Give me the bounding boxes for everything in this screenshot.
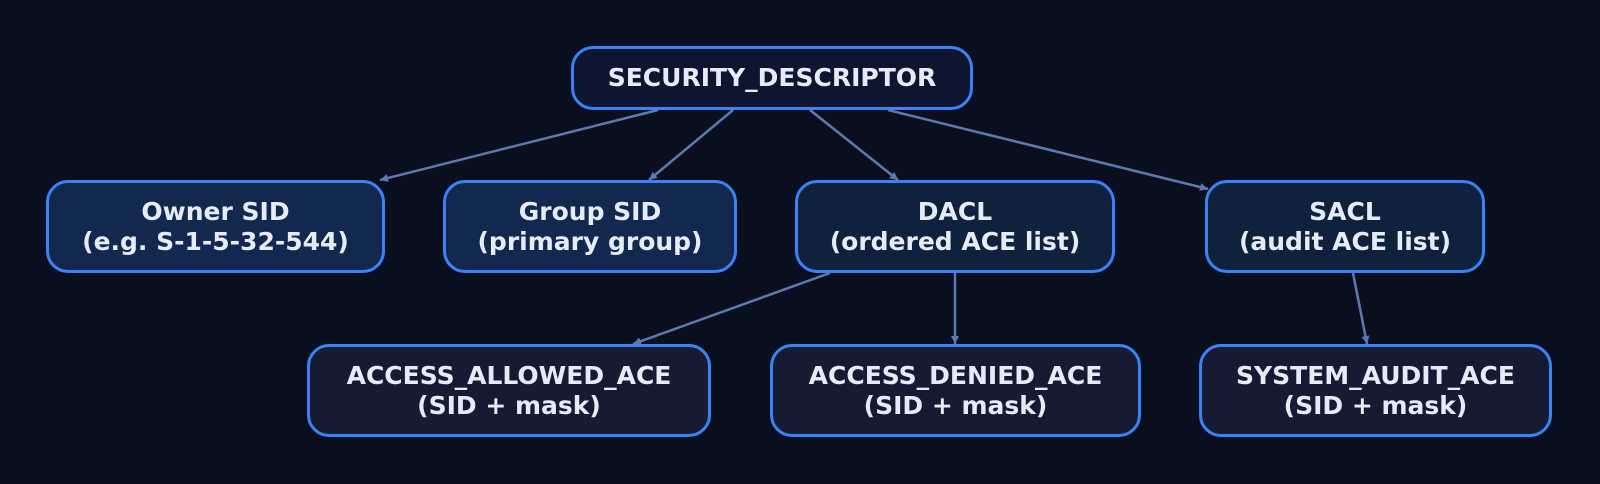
node-subtitle: (primary group) xyxy=(477,226,703,256)
node-access-denied-ace: ACCESS_DENIED_ACE (SID + mask) xyxy=(770,344,1141,437)
node-title: ACCESS_DENIED_ACE xyxy=(808,360,1103,390)
node-dacl: DACL (ordered ACE list) xyxy=(795,180,1115,273)
node-title: Owner SID xyxy=(141,196,290,226)
node-subtitle: (SID + mask) xyxy=(863,390,1048,420)
node-subtitle: (e.g. S-1-5-32-544) xyxy=(82,226,349,256)
node-subtitle: (audit ACE list) xyxy=(1238,226,1452,256)
edge-root-sacl xyxy=(887,108,1209,191)
node-title: DACL xyxy=(917,196,993,226)
edge-root-owner xyxy=(379,108,659,182)
node-subtitle: (SID + mask) xyxy=(417,390,601,420)
node-title: SYSTEM_AUDIT_ACE xyxy=(1236,360,1515,390)
node-sacl: SACL (audit ACE list) xyxy=(1205,180,1485,273)
node-title: SACL xyxy=(1309,196,1381,226)
node-access-allowed-ace: ACCESS_ALLOWED_ACE (SID + mask) xyxy=(307,344,711,437)
node-subtitle: (ordered ACE list) xyxy=(829,226,1081,256)
edge-dacl-allowed xyxy=(632,271,831,346)
node-title: SECURITY_DESCRIPTOR xyxy=(607,63,937,92)
node-system-audit-ace: SYSTEM_AUDIT_ACE (SID + mask) xyxy=(1199,344,1552,437)
edge-root-group xyxy=(648,109,734,181)
node-group-sid: Group SID (primary group) xyxy=(443,180,737,273)
edge-sacl-audit xyxy=(1351,272,1370,345)
edge-root-dacl xyxy=(809,109,899,181)
node-title: Group SID xyxy=(518,196,662,226)
node-subtitle: (SID + mask) xyxy=(1283,390,1468,420)
node-owner-sid: Owner SID (e.g. S-1-5-32-544) xyxy=(46,180,385,273)
node-security-descriptor: SECURITY_DESCRIPTOR xyxy=(571,46,973,110)
node-title: ACCESS_ALLOWED_ACE xyxy=(346,360,672,390)
